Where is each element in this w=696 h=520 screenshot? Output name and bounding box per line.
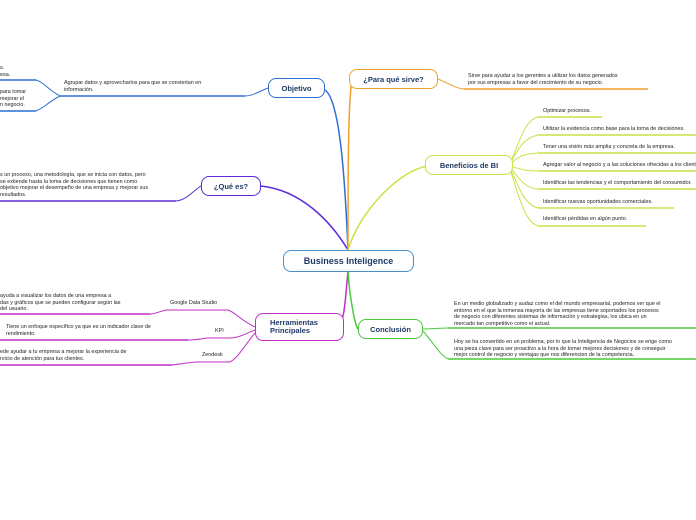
edge-para-que xyxy=(347,79,353,251)
node-herramientas[interactable]: Herramientas Principales xyxy=(255,313,344,341)
beneficio-item: Identificar las tendencias y el comporta… xyxy=(543,180,692,186)
para-que-text: Sirve para ayudar a los gerentes a utili… xyxy=(468,73,618,86)
conclusion-text-1: En un medio globalizado y audaz como el … xyxy=(454,301,661,327)
tool-zendesk[interactable]: Zendesk xyxy=(202,352,223,358)
edge-conclusion xyxy=(347,271,359,330)
edge-beneficios xyxy=(347,165,429,251)
objetivo-text: Agrupar datos y aprovecharlos para que s… xyxy=(64,80,202,93)
node-beneficios[interactable]: Beneficios de BI xyxy=(425,155,513,175)
node-para-que[interactable]: ¿Para qué sirve? xyxy=(349,69,438,89)
tool-zendesk-text: ede ayudar a tu empresa a mejorar la exp… xyxy=(0,349,127,362)
node-objetivo[interactable]: Objetivo xyxy=(268,78,325,98)
que-es-text: s un proceso, una metodología, que se in… xyxy=(0,172,149,198)
beneficio-item: Identificar pérdidas en algún punto. xyxy=(543,216,628,222)
edge-que-es xyxy=(260,185,349,251)
objetivo-left-top: s.esa. xyxy=(0,65,11,78)
conclusion-text-2: Hoy se ha convertido en un problema, por… xyxy=(454,339,672,359)
tool-google-data-studio[interactable]: Google Data Studio xyxy=(170,300,218,306)
beneficio-item: Agregar valor al negocio y a las solucio… xyxy=(543,162,696,168)
node-que-es[interactable]: ¿Qué es? xyxy=(201,176,261,196)
tool-kpi[interactable]: KPI xyxy=(215,328,224,334)
beneficio-item: Optimizar procesos. xyxy=(543,108,591,114)
beneficio-item: Utilizar la evidencia como base para la … xyxy=(543,126,685,132)
beneficio-item: Identificar nuevas oportunidades comerci… xyxy=(543,199,653,205)
beneficio-item: Tener una visión más amplia y concreta d… xyxy=(543,144,675,150)
tool-kpi-text: Tiene un enfoque específico ya que es un… xyxy=(6,324,151,337)
tool-google-data-studio-text: ayuda a visualizar los datos de una empr… xyxy=(0,293,121,313)
central-topic[interactable]: Business Inteligence xyxy=(283,250,414,272)
node-conclusion[interactable]: Conclusión xyxy=(358,319,423,339)
edge-objetivo xyxy=(324,89,349,251)
